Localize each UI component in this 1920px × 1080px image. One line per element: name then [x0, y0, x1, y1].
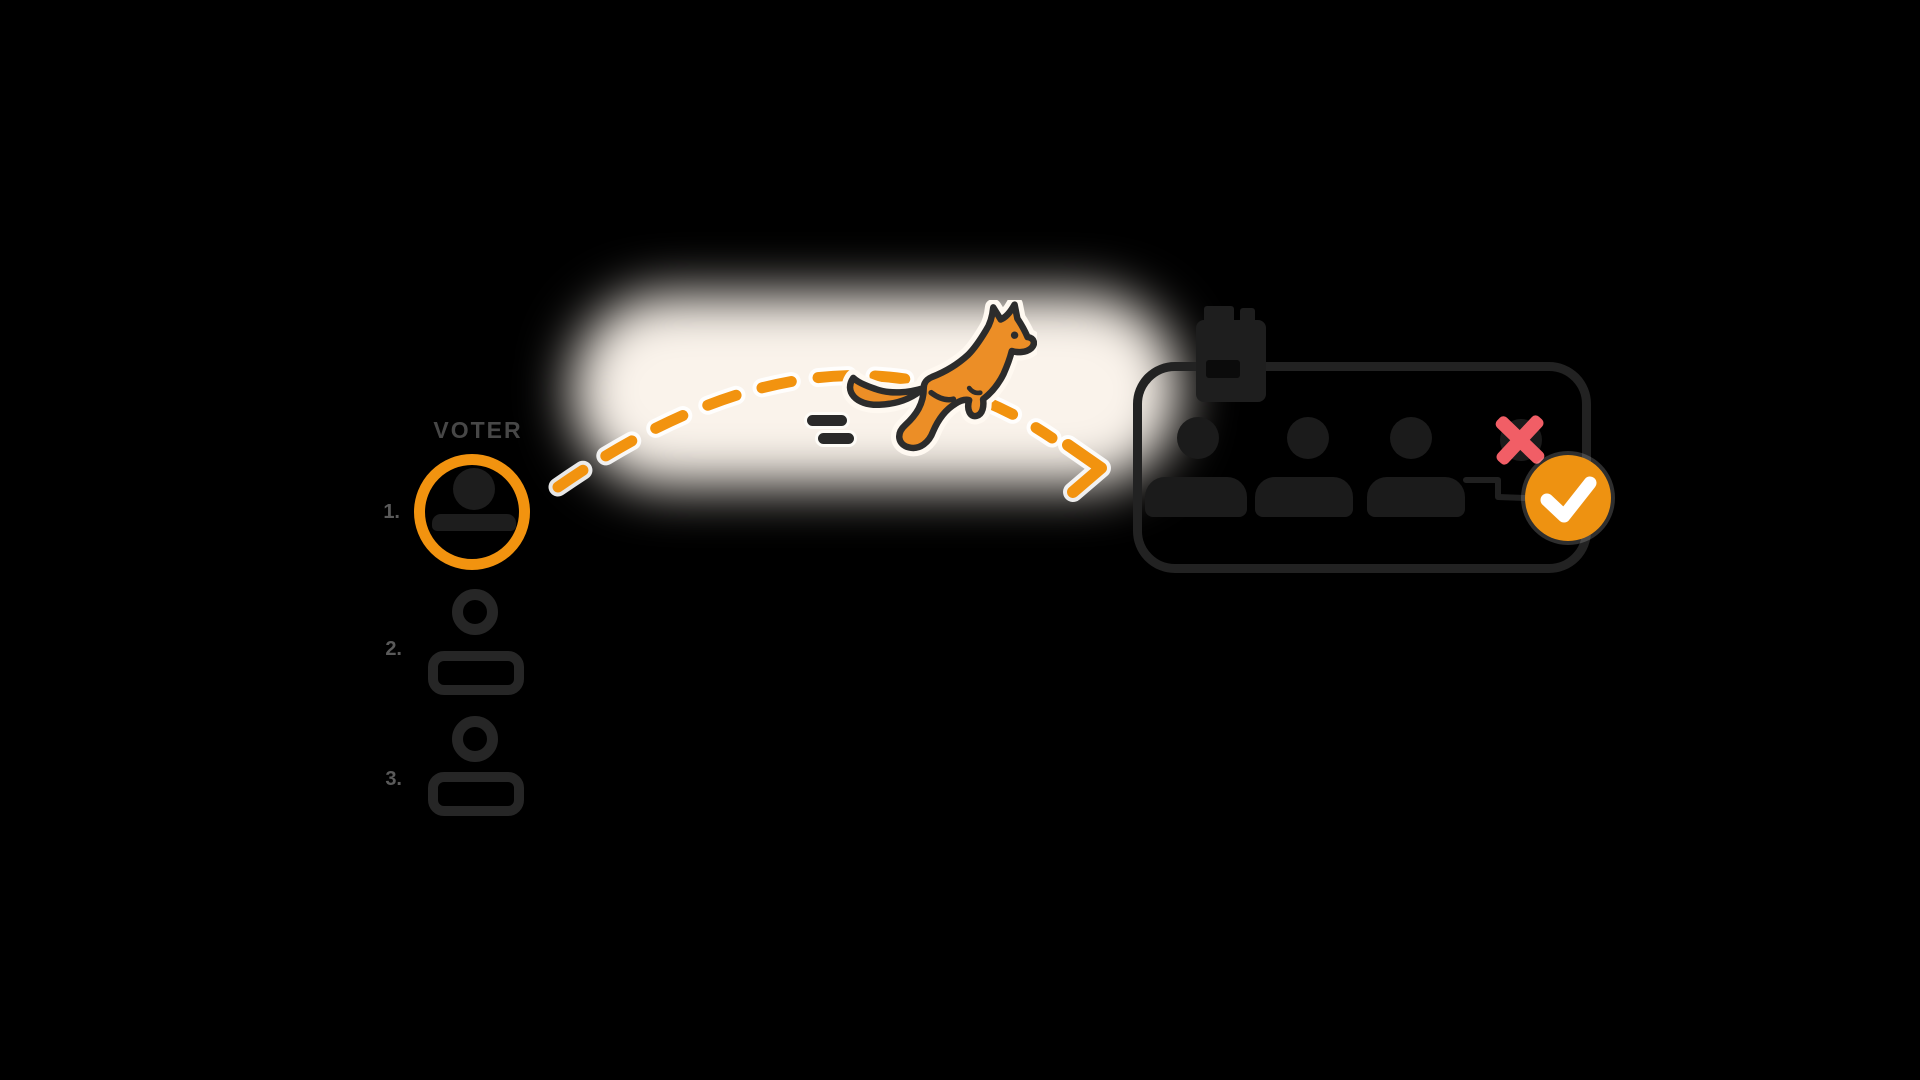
member-1-icon: [1177, 417, 1219, 459]
kangaroo-thigh-line: [928, 389, 957, 403]
person-2-body: [428, 651, 524, 695]
connector-line: [1463, 477, 1529, 501]
kangaroo-icon: [842, 300, 1037, 457]
speed-line-icon: [815, 430, 857, 447]
member-1-shoulders: [1145, 477, 1247, 517]
approve-check-badge: [1525, 455, 1611, 541]
member-3-shoulders: [1367, 477, 1465, 517]
ballot-box-slot: [1206, 360, 1240, 378]
person-1-shoulders: [432, 514, 516, 531]
member-2-icon: [1287, 417, 1329, 459]
kangaroo-body: [846, 301, 1037, 452]
rank-2: 2.: [385, 638, 402, 660]
speed-line-icon: [804, 412, 850, 429]
voter-label: VOTER: [433, 417, 523, 443]
rank-1: 1.: [383, 501, 400, 523]
kangaroo-arm-line: [966, 385, 983, 396]
selected-choice-ring: [414, 454, 530, 570]
person-3-body: [428, 772, 524, 816]
person-1-icon: [453, 468, 495, 510]
kangaroo-eye: [1010, 331, 1019, 339]
member-3-icon: [1390, 417, 1432, 459]
person-3-icon: [452, 716, 498, 762]
person-2-icon: [452, 589, 498, 635]
rank-3: 3.: [385, 768, 402, 790]
checkmark-icon: [1540, 476, 1597, 523]
arrowhead-icon: [1062, 439, 1107, 498]
member-2-shoulders: [1255, 477, 1353, 517]
ballot-box-icon: [1240, 308, 1255, 323]
